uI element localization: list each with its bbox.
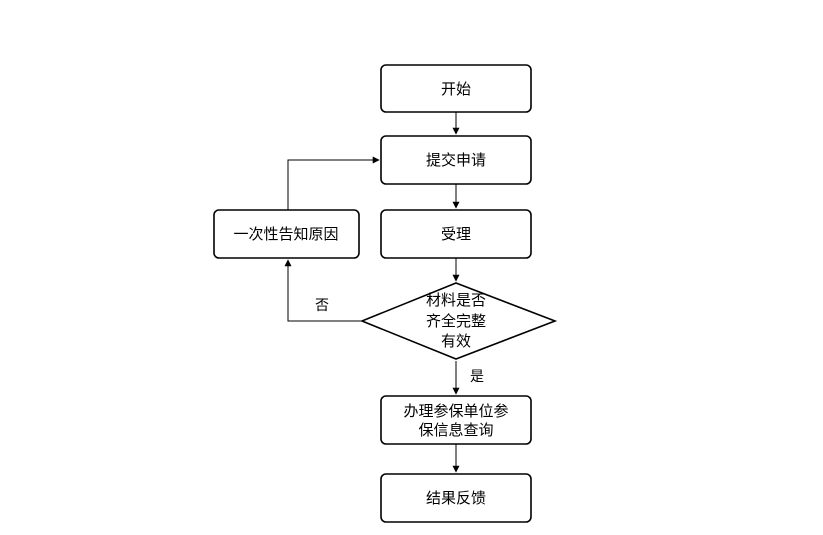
node-check-label-line2: 齐全完整 xyxy=(426,312,486,330)
node-start: 开始 xyxy=(380,64,532,113)
node-submit-label: 提交申请 xyxy=(426,151,486,169)
arrow-notify-to-submit xyxy=(287,156,380,210)
node-result: 结果反馈 xyxy=(380,473,532,523)
node-check-label-line3: 有效 xyxy=(441,332,471,350)
node-submit: 提交申请 xyxy=(380,135,532,185)
node-handle-label-line1: 办理参保单位参 xyxy=(403,402,508,420)
node-accept: 受理 xyxy=(380,209,532,259)
node-notify: 一次性告知原因 xyxy=(213,209,360,259)
node-check: 材料是否 齐全完整 有效 xyxy=(359,282,558,360)
node-accept-label: 受理 xyxy=(441,225,471,243)
edge-label-no: 否 xyxy=(315,298,329,314)
node-check-label-line1: 材料是否 xyxy=(426,291,486,309)
node-handle-label-line2: 保信息查询 xyxy=(418,421,493,439)
edge-label-yes: 是 xyxy=(470,369,484,385)
arrow-check-to-notify xyxy=(284,259,362,322)
node-handle: 办理参保单位参 保信息查询 xyxy=(380,395,532,445)
node-result-label: 结果反馈 xyxy=(426,489,486,507)
node-start-label: 开始 xyxy=(441,80,471,98)
node-notify-label: 一次性告知原因 xyxy=(233,225,338,243)
